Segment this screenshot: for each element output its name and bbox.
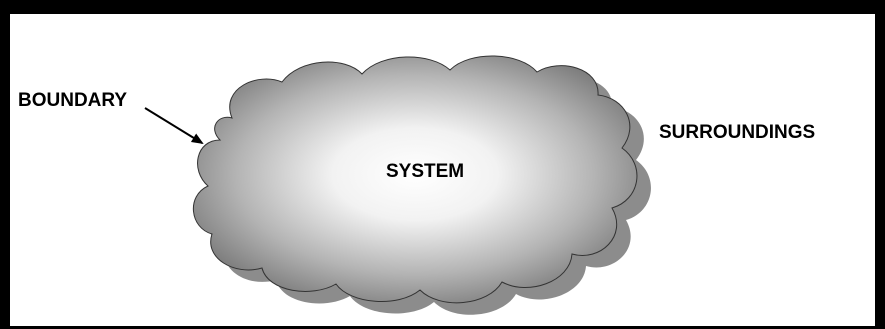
system-label: SYSTEM <box>386 161 464 182</box>
boundary-arrow <box>145 108 202 143</box>
surroundings-label: SURROUNDINGS <box>659 122 815 143</box>
boundary-label: BOUNDARY <box>18 90 127 111</box>
